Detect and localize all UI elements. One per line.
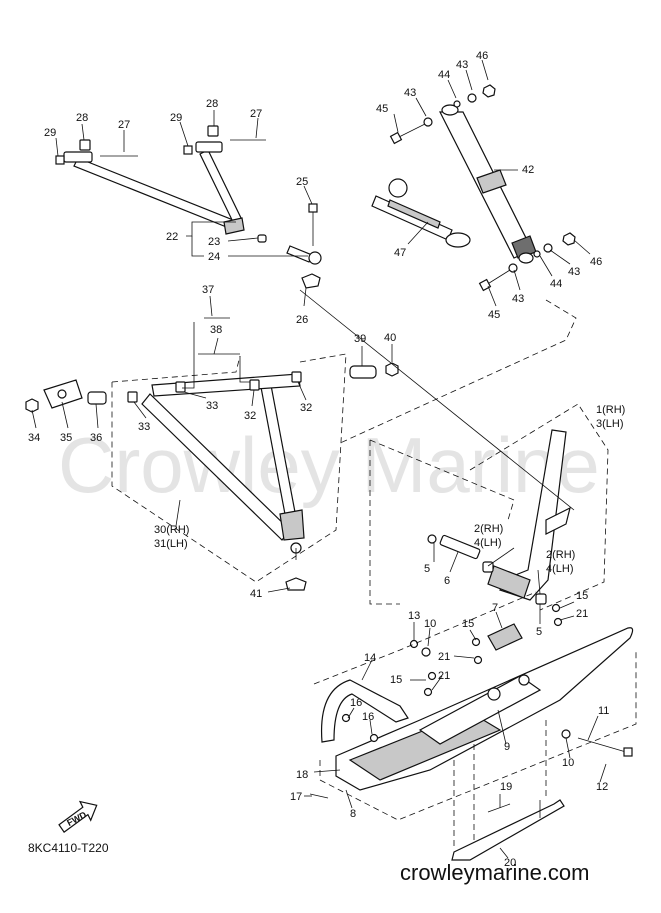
callout-46: 46 [476,50,488,62]
callout-37: 37 [202,284,214,296]
callout-44: 44 [438,69,450,81]
callout-33: 33 [138,421,150,433]
callout-9: 9 [504,741,510,753]
callout-17: 17 [290,791,302,803]
callout-45: 45 [376,103,388,115]
callout-4lh: 4(LH) [546,563,574,575]
shock-absorber [389,84,576,292]
callout-40: 40 [384,332,396,344]
callout-21: 21 [438,670,450,682]
callout-7: 7 [492,602,498,614]
callout-15: 15 [462,618,474,630]
callout-32: 32 [244,410,256,422]
callout-2rh: 2(RH) [546,549,575,561]
callout-18: 18 [296,769,308,781]
callout-30rh: 30(RH) [154,524,189,536]
callout-12: 12 [596,781,608,793]
callout-31lh: 31(LH) [154,538,188,550]
hardware [341,603,563,743]
callout-44: 44 [550,278,562,290]
callout-39: 39 [354,333,366,345]
callout-22: 22 [166,231,178,243]
callout-45: 45 [488,309,500,321]
ski [309,623,634,861]
diagram-code: 8KC4110-T220 [28,841,109,855]
callout-29: 29 [170,112,182,124]
callout-6: 6 [444,575,450,587]
callout-25: 25 [296,176,308,188]
callout-43: 43 [568,266,580,278]
fwd-arrow-icon: FWD [58,800,98,833]
callout-16: 16 [350,697,362,709]
callout-43: 43 [404,87,416,99]
callout-47: 47 [394,247,406,259]
callout-3lh: 3(LH) [596,418,624,430]
shock-linkage [371,178,471,248]
callout-5: 5 [536,626,542,638]
callout-21: 21 [576,608,588,620]
callout-41: 41 [250,588,262,600]
callout-29: 29 [44,127,56,139]
callout-42: 42 [522,164,534,176]
callout-46: 46 [590,256,602,268]
callout-33: 33 [206,400,218,412]
callout-15: 15 [576,590,588,602]
callout-43: 43 [456,59,468,71]
callout-5: 5 [424,563,430,575]
callout-8: 8 [350,808,356,820]
callout-21: 21 [438,651,450,663]
callout-10: 10 [424,618,436,630]
callout-36: 36 [90,432,102,444]
callout-28: 28 [206,98,218,110]
callout-26: 26 [296,314,308,326]
callout-19: 19 [500,781,512,793]
callout-35: 35 [60,432,72,444]
callout-24: 24 [208,251,220,263]
callout-23: 23 [208,236,220,248]
callout-16: 16 [362,711,374,723]
lower-control-arm [25,317,399,591]
callout-32: 32 [300,402,312,414]
ski-spindle [427,429,571,605]
callout-20: 20 [504,857,516,869]
callout-38: 38 [210,324,222,336]
callout-43: 43 [512,293,524,305]
callout-4lh: 4(LH) [474,537,502,549]
callout-28: 28 [76,112,88,124]
callout-27: 27 [250,108,262,120]
callout-10: 10 [562,757,574,769]
callout-27: 27 [118,119,130,131]
site-footer: crowleymarine.com [400,860,590,885]
callout-1rh: 1(RH) [596,404,625,416]
upper-control-arm [55,125,322,289]
callout-14: 14 [364,652,376,664]
callout-13: 13 [408,610,420,622]
callout-2rh: 2(RH) [474,523,503,535]
callout-15: 15 [390,674,402,686]
callout-34: 34 [28,432,40,444]
callout-11: 11 [598,705,609,717]
watermark-text: Crowley Marine [58,421,600,509]
callouts: 46 43 44 45 43 42 28 27 29 28 27 29 25 2… [28,50,625,869]
leader-lines [31,59,637,859]
